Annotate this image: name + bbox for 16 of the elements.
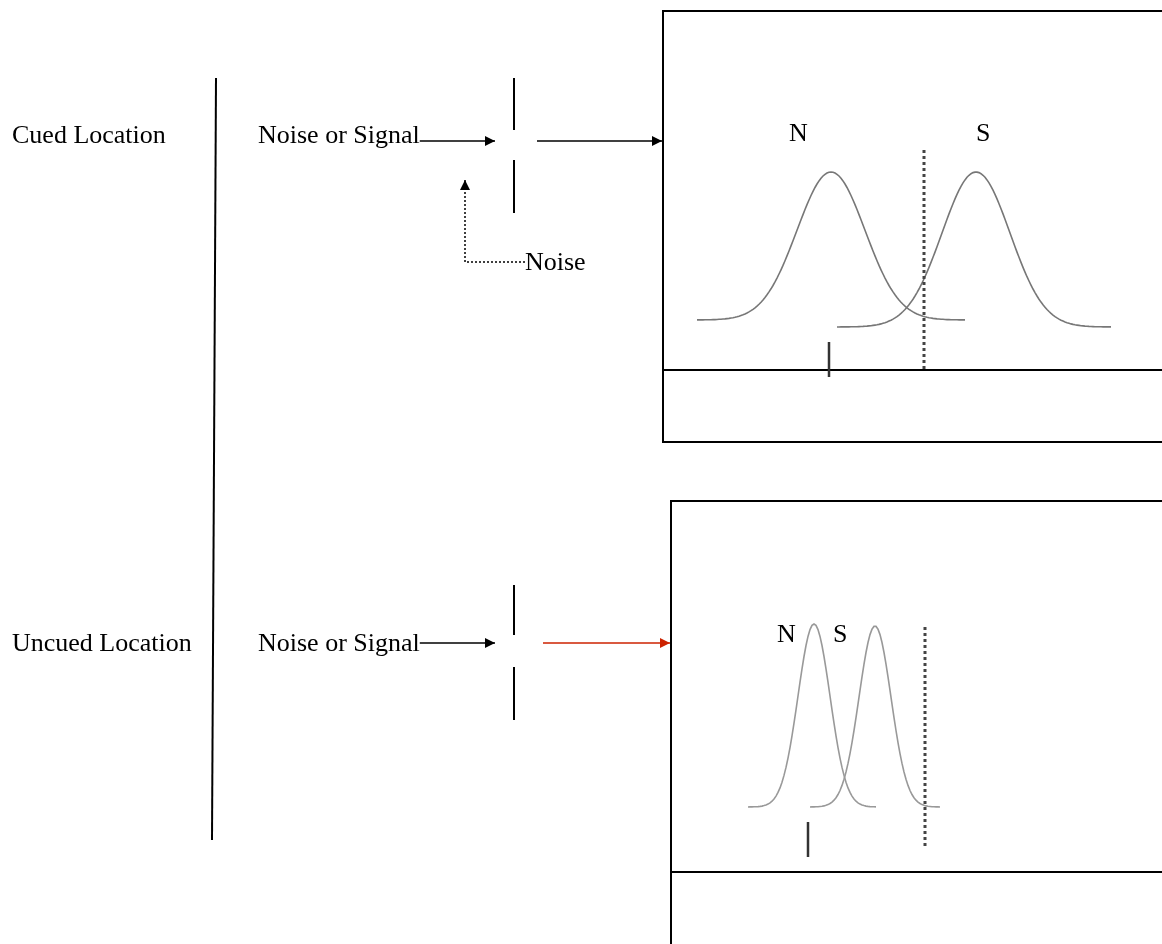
noise-label: Noise — [525, 247, 586, 277]
distribution-panel — [662, 10, 1162, 443]
stimulus-label: Noise or Signal — [258, 120, 420, 150]
arrow — [419, 638, 496, 648]
arrow — [536, 136, 663, 146]
curve-label: N — [777, 619, 796, 649]
curve-label: S — [976, 118, 991, 148]
curve-label: N — [789, 118, 808, 148]
curve-label: S — [833, 619, 848, 649]
arrow — [542, 638, 671, 648]
location-label: Cued Location — [12, 120, 166, 150]
stimulus-label: Noise or Signal — [258, 628, 420, 658]
location-label: Uncued Location — [12, 628, 192, 658]
distribution-panel — [670, 500, 1162, 944]
arrow — [460, 179, 526, 263]
arrow — [419, 136, 496, 146]
